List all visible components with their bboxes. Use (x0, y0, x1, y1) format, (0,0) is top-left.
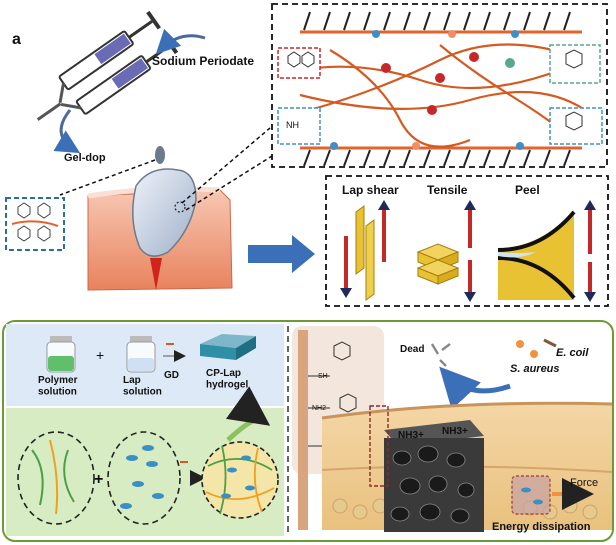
network-box: NH (271, 3, 608, 168)
peel-sample (497, 200, 596, 302)
crosslink-inset (5, 197, 65, 251)
gel-arrow (53, 109, 81, 154)
plus-sign-bottom: + (94, 471, 103, 488)
amine-label-1: NH3+ (398, 430, 424, 441)
plus-sign-top: + (96, 347, 104, 363)
hydrogel-network (205, 445, 275, 515)
mix-arrow-curve (225, 386, 271, 442)
amine-label-2: NH3+ (442, 426, 468, 437)
lap-vial (126, 336, 156, 373)
nh-label: NH (286, 120, 299, 130)
process-arrow (248, 235, 315, 273)
drop-leader-line (59, 159, 156, 196)
polymer-vial (46, 336, 76, 373)
reagent-arrow (155, 28, 206, 55)
lap-shear-sample (340, 200, 390, 301)
hydrogel-circle (201, 441, 279, 519)
nh2-label: NH2 (312, 405, 326, 412)
dissipation-disks (521, 487, 543, 505)
panel-a-letter: a (12, 31, 21, 48)
tensile-sample (416, 200, 476, 302)
test-tensile: Tensile (427, 183, 468, 197)
kill-arrow (439, 366, 511, 410)
dissipation-box (511, 475, 551, 515)
lap-circle (107, 431, 181, 525)
species-2: S. aureus (510, 363, 560, 375)
adhesive-drop (155, 146, 165, 164)
test-peel: Peel (515, 183, 540, 197)
species-1: E. coil (556, 347, 589, 359)
hydrogel-disks (221, 455, 255, 499)
sh-label: SH (318, 373, 328, 380)
polymer-circle (17, 431, 95, 525)
gd-label: GD (164, 370, 179, 381)
reagent-label: Sodium Periodate (152, 54, 254, 68)
syringe-label: Gel-dop (64, 152, 106, 164)
tissue-strip (298, 330, 308, 530)
live-bacteria (516, 338, 557, 358)
dead-label: Dead (400, 344, 424, 355)
tooth-leader-line-2 (185, 155, 273, 211)
dead-bacteria (430, 343, 451, 367)
double-syringe-illustration (36, 10, 179, 164)
panel-a: a Sodium Periodate Gel-dop (5, 3, 609, 307)
test-lap-shear: Lap shear (342, 183, 399, 197)
polymer-chains (31, 439, 75, 515)
force-label: Force (570, 477, 598, 489)
tooth-illustration (87, 168, 233, 291)
dissipation-label: Energy dissipation (492, 521, 591, 533)
mechanical-tests-box: Lap shear Tensile Peel (325, 175, 609, 307)
sem-block (384, 420, 484, 532)
tooth-leader-line (181, 127, 271, 204)
hydrogel-block (200, 334, 256, 360)
interface-box (369, 405, 389, 487)
lap-disks (120, 445, 164, 509)
